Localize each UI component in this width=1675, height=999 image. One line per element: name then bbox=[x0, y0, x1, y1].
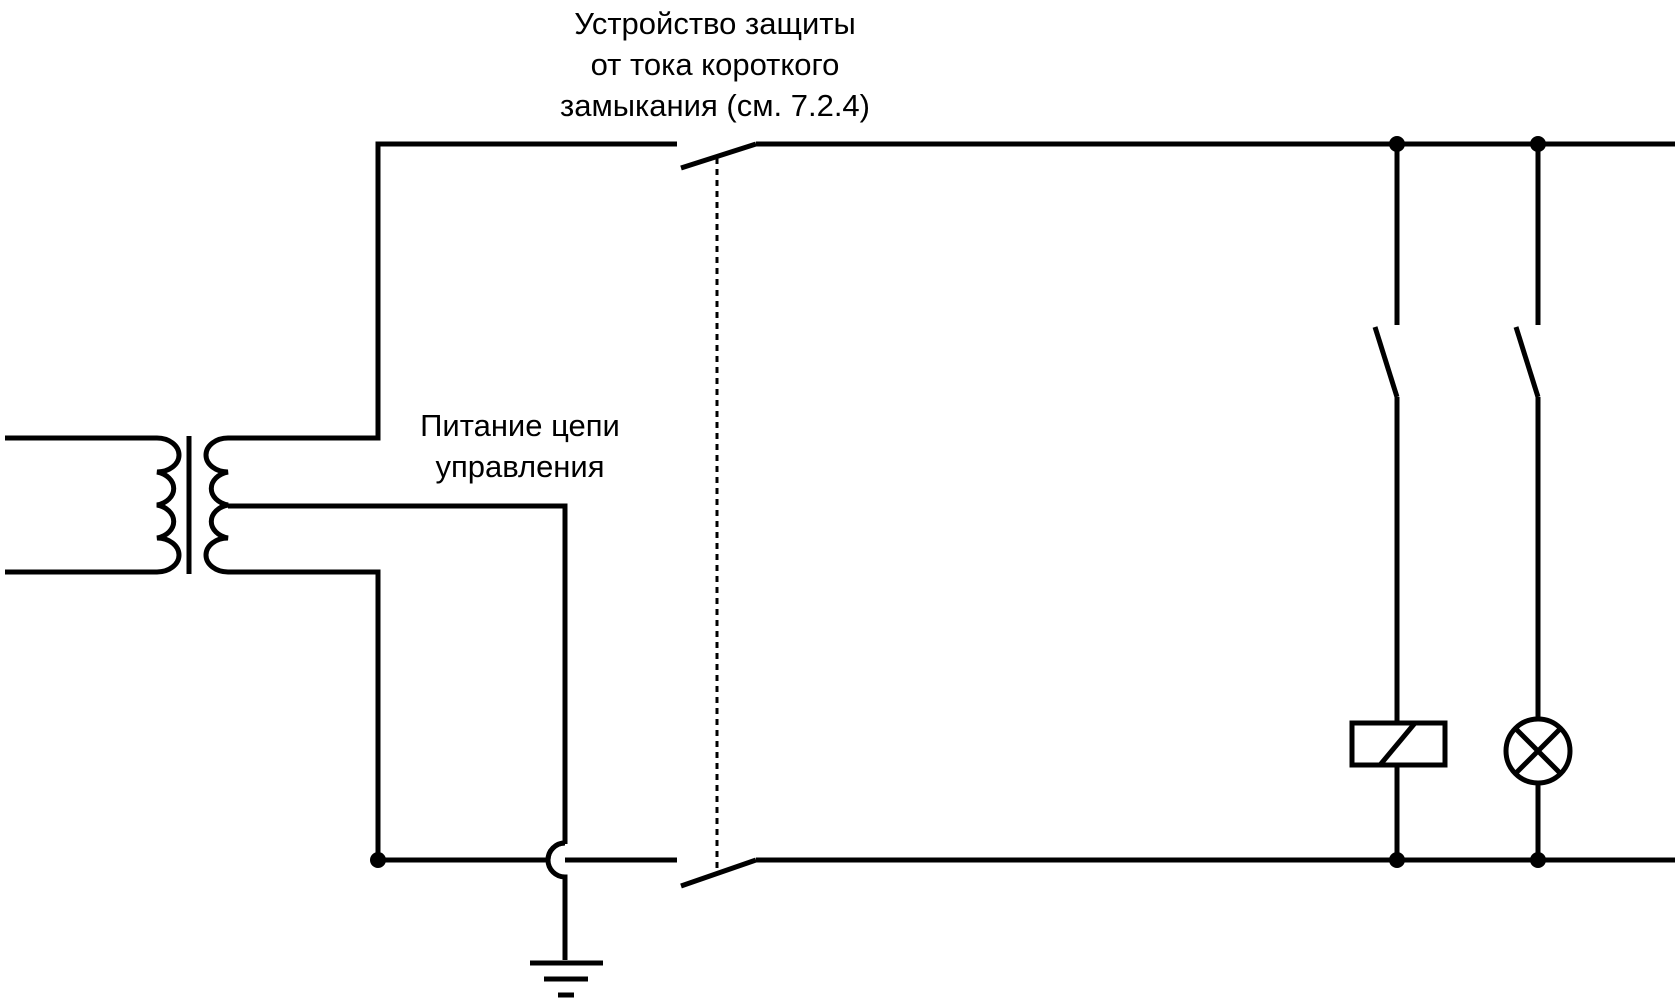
protection-device-label-line-2: от тока короткого bbox=[590, 47, 840, 82]
bottom-rail-crossover bbox=[545, 840, 568, 960]
transformer-primary-leads bbox=[5, 435, 157, 575]
secondary-top-output-wire bbox=[228, 141, 677, 441]
junction-dot bbox=[1530, 852, 1546, 868]
lamp-branch bbox=[1513, 144, 1541, 860]
junction-dot bbox=[1389, 852, 1405, 868]
junction-dot bbox=[1530, 136, 1546, 152]
transformer-secondary-winding bbox=[203, 435, 229, 575]
control-supply-label-line-2: управления bbox=[435, 449, 605, 484]
bottom-rail-left bbox=[378, 840, 566, 863]
transformer-primary-winding bbox=[156, 435, 182, 575]
protection-device-label: Устройство защиты от тока короткого замы… bbox=[525, 3, 905, 126]
relay-coil-icon bbox=[1349, 720, 1448, 768]
secondary-center-tap-wire bbox=[228, 503, 568, 844]
junction-dots bbox=[370, 136, 1546, 868]
protection-device-label-line-1: Устройство защиты bbox=[574, 6, 856, 41]
short-circuit-protection-device bbox=[680, 141, 757, 889]
protection-device-label-line-3: замыкания (см. 7.2.4) bbox=[560, 88, 870, 123]
control-supply-label-line-1: Питание цепи bbox=[420, 408, 620, 443]
secondary-bottom-output-wire bbox=[228, 569, 381, 860]
junction-dot bbox=[1389, 136, 1405, 152]
control-supply-label: Питание цепи управления bbox=[385, 405, 655, 487]
junction-dot bbox=[370, 852, 386, 868]
relay-branch bbox=[1372, 144, 1400, 860]
signal-lamp-icon bbox=[1503, 716, 1573, 786]
earth-ground-icon bbox=[530, 960, 603, 998]
